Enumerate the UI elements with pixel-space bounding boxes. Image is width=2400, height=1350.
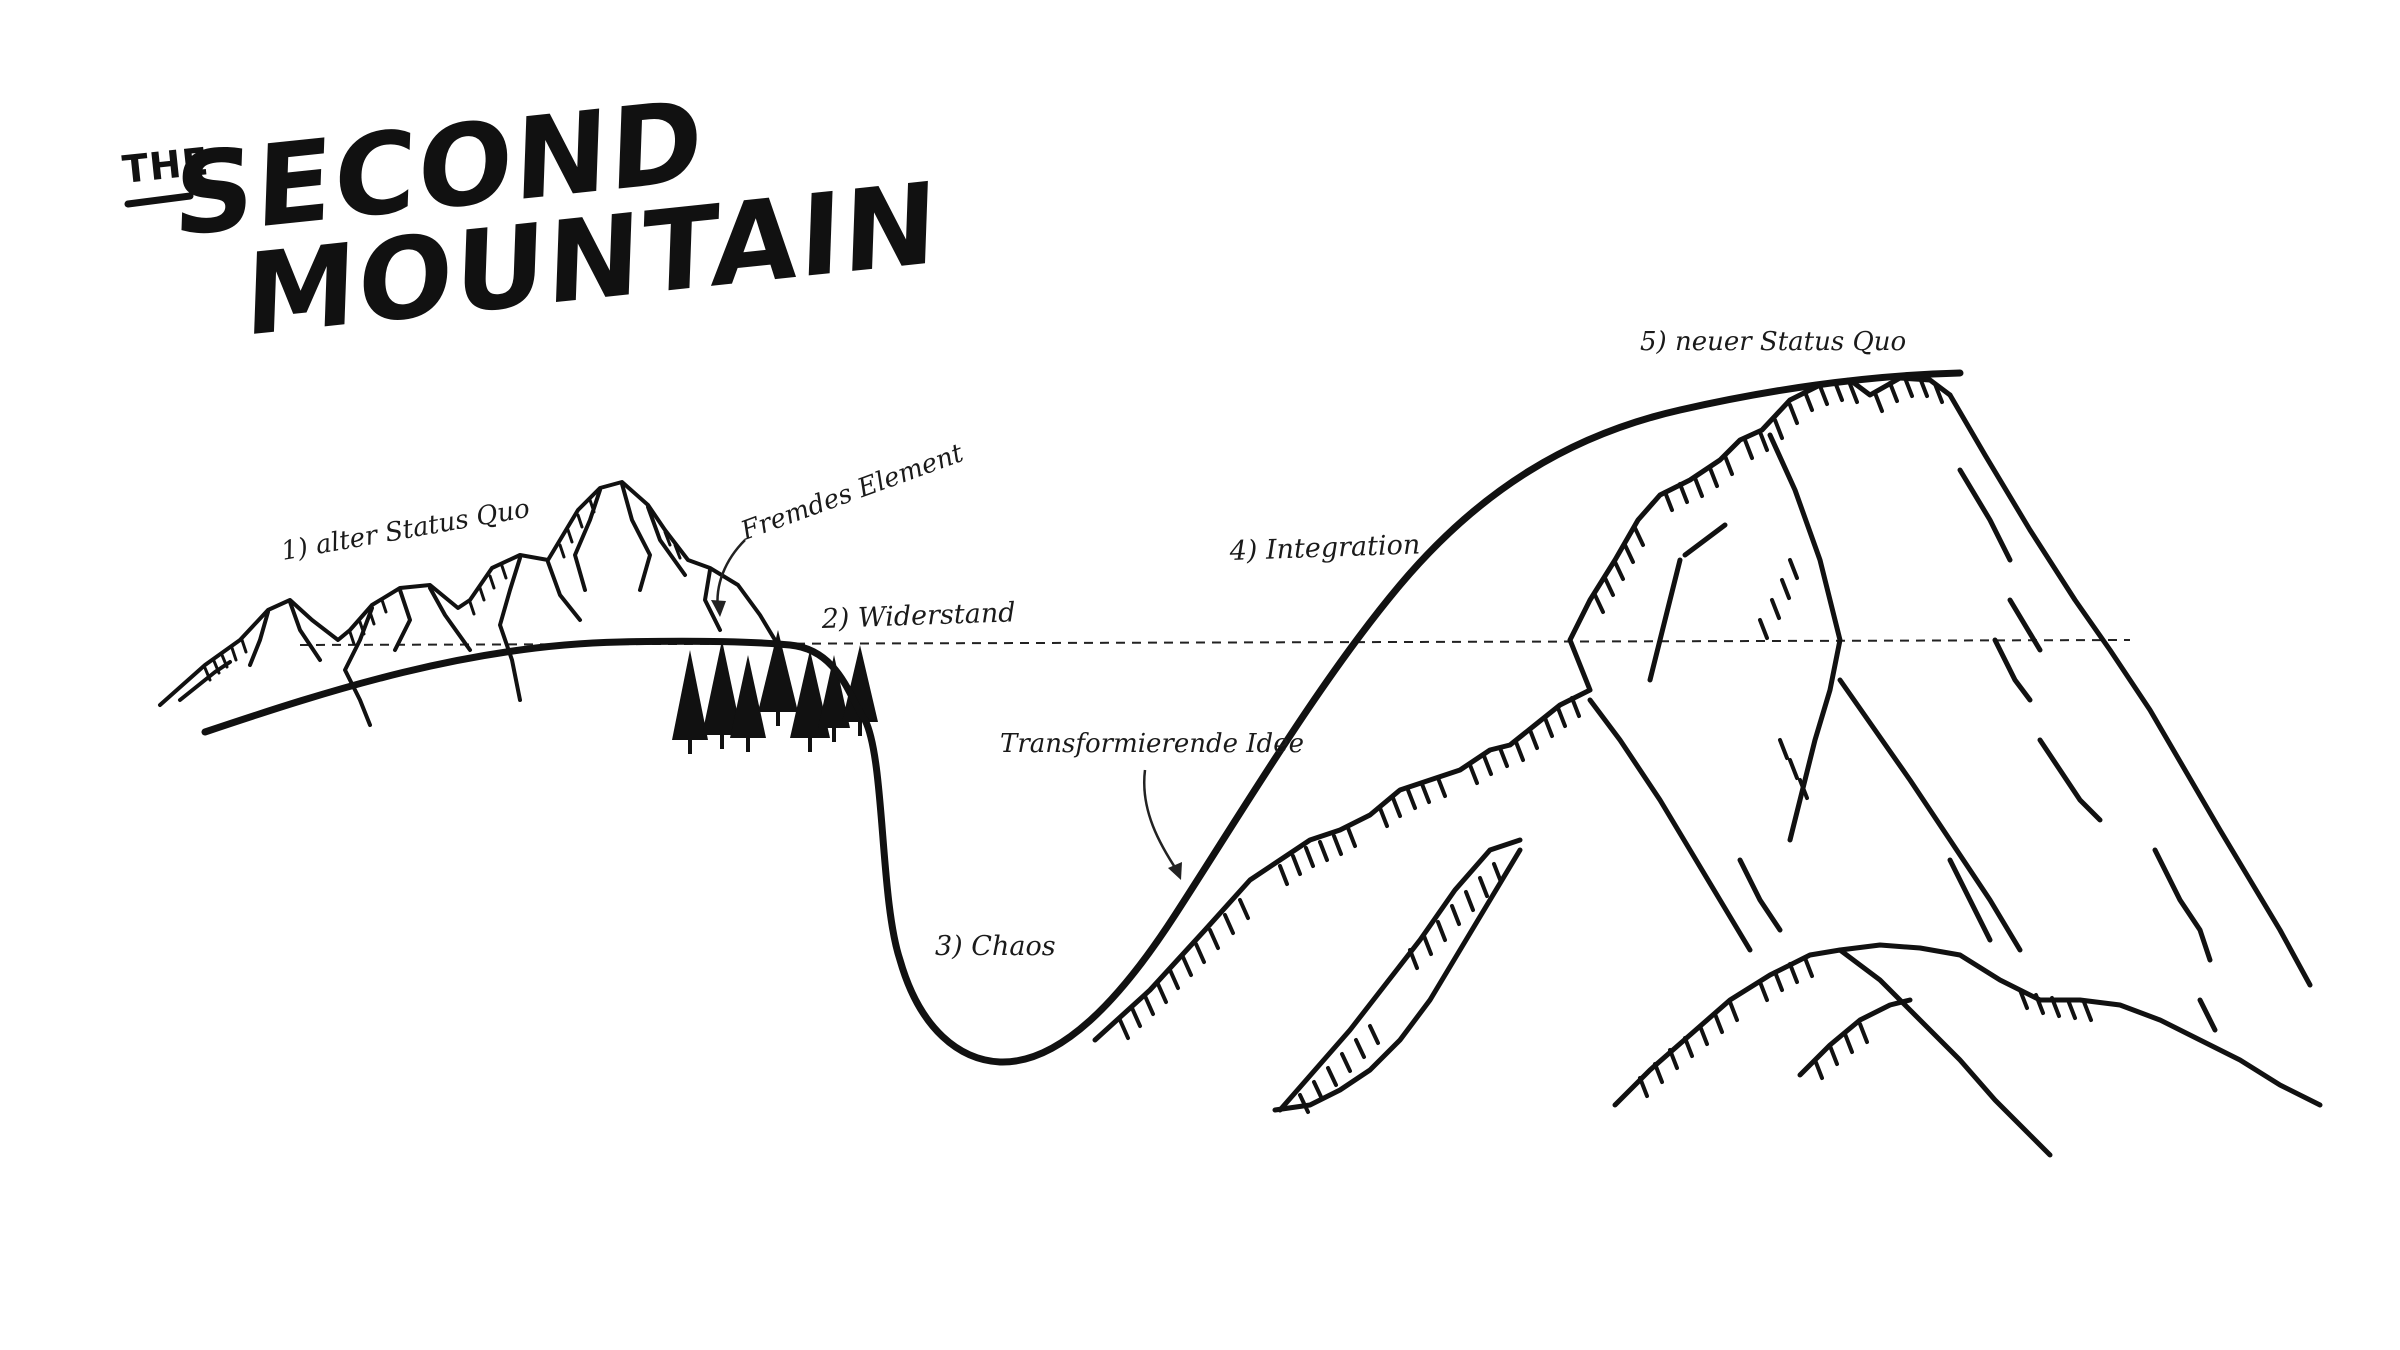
journey-curve xyxy=(201,369,1964,1066)
label-foreign-element: Fremdes Element xyxy=(736,438,968,547)
label-resistance: 2) Widerstand xyxy=(820,597,1016,635)
label-integration: 4) Integration xyxy=(1228,529,1421,567)
label-old-status-quo: 1) alter Status Quo xyxy=(279,494,532,567)
second-mountain-illustration xyxy=(1092,375,2323,1158)
old-mountains-hatching xyxy=(203,498,682,682)
old-mountains-illustration xyxy=(158,480,777,727)
foreign-element-arrowhead xyxy=(711,600,726,617)
transforming-idea-arrowhead xyxy=(1168,862,1182,880)
label-transforming-idea: Transformierende Idee xyxy=(1000,729,1304,759)
logo-underline xyxy=(124,192,194,208)
second-mountain-hatching xyxy=(1118,376,2093,1114)
foreign-element-pointer xyxy=(716,539,746,611)
label-chaos: 3) Chaos xyxy=(935,931,1056,962)
forest-trees-icon xyxy=(672,630,878,754)
label-new-status-quo: 5) neuer Status Quo xyxy=(1640,327,1906,357)
logo-the: THE xyxy=(120,139,211,192)
transforming-idea-pointer xyxy=(1142,769,1180,873)
logo: THE SECOND MOUNTAIN xyxy=(120,75,940,362)
